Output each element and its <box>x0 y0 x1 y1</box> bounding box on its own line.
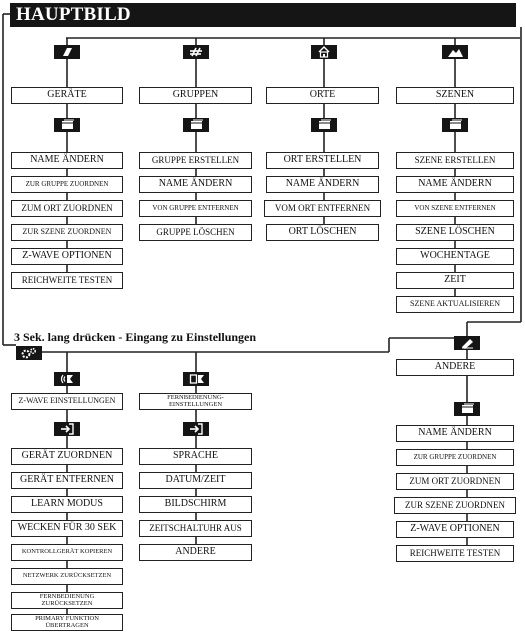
menu-card-icon <box>442 118 468 132</box>
zwave-item[interactable]: WECKEN FÜR 30 SEK <box>11 520 123 537</box>
szenen-item[interactable]: NAME ÄNDERN <box>396 176 514 193</box>
geraete-item[interactable]: REICHWEITE TESTEN <box>11 272 123 289</box>
remote-header[interactable]: FERNBEDIENUNG-EINSTELLUNGEN <box>139 393 252 410</box>
geraete-item[interactable]: ZUM ORT ZUORDNEN <box>11 200 123 217</box>
group-slashes-icon <box>183 45 209 59</box>
menu-card-icon <box>454 402 480 416</box>
zwave-item[interactable]: NETZWERK ZURÜCKSETZEN <box>11 568 123 585</box>
remote-item[interactable]: ZEITSCHALTUHR AUS <box>139 520 252 537</box>
zwave-item[interactable]: PRIMARY FUNKTION ÜBERTRAGEN <box>11 614 123 631</box>
house-icon <box>311 45 337 59</box>
title-bar <box>10 3 516 27</box>
andere-item[interactable]: REICHWEITE TESTEN <box>396 545 514 562</box>
gruppen-item[interactable]: NAME ÄNDERN <box>139 176 252 193</box>
gear-icon <box>16 346 42 360</box>
andere-item[interactable]: Z-WAVE OPTIONEN <box>396 521 514 538</box>
szenen-item[interactable]: VON SZENE ENTFERNEN <box>396 200 514 217</box>
menu-card-icon <box>54 118 80 132</box>
andere-item[interactable]: ZUR GRUPPE ZUORDNEN <box>396 449 514 466</box>
menu-card-icon <box>311 118 337 132</box>
szenen-item[interactable]: WOCHENTAGE <box>396 248 514 265</box>
gruppen-item[interactable]: GRUPPE ERSTELLEN <box>139 152 252 169</box>
header-szenen[interactable]: SZENEN <box>396 87 514 104</box>
andere-item[interactable]: ZUM ORT ZUORDNEN <box>396 473 514 490</box>
orte-item[interactable]: NAME ÄNDERN <box>266 176 379 193</box>
enter-arrow-icon <box>54 422 80 436</box>
remote-item[interactable]: DATUM/ZEIT <box>139 472 252 489</box>
remote-item[interactable]: BILDSCHIRM <box>139 496 252 513</box>
header-geraete[interactable]: GERÄTE <box>11 87 123 104</box>
pen-other-icon <box>454 336 480 350</box>
andere-item[interactable]: NAME ÄNDERN <box>396 425 514 442</box>
geraete-item[interactable]: Z-WAVE OPTIONEN <box>11 248 123 265</box>
szenen-item[interactable]: SZENE ERSTELLEN <box>396 152 514 169</box>
zwave-item[interactable]: LEARN MODUS <box>11 496 123 513</box>
zwave-item[interactable]: KONTROLLGERÄT KOPIEREN <box>11 544 123 561</box>
remote-device-icon <box>183 372 209 386</box>
remote-item[interactable]: SPRACHE <box>139 448 252 465</box>
menu-card-icon <box>183 118 209 132</box>
geraete-item[interactable]: ZUR GRUPPE ZUORDNEN <box>11 176 123 193</box>
andere-item[interactable]: ZUR SZENE ZUORDNEN <box>394 497 516 514</box>
zwave-item[interactable]: GERÄT ENTFERNEN <box>11 472 123 489</box>
device-slash-icon <box>54 45 80 59</box>
szenen-item[interactable]: SZENE AKTUALISIEREN <box>396 296 514 313</box>
szenen-item[interactable]: SZENE LÖSCHEN <box>396 224 514 241</box>
zwave-signal-icon <box>54 372 80 386</box>
orte-item[interactable]: VOM ORT ENTFERNEN <box>264 200 381 217</box>
zwave-header[interactable]: Z-WAVE EINSTELLUNGEN <box>11 393 123 410</box>
orte-item[interactable]: ORT LÖSCHEN <box>266 224 379 241</box>
orte-item[interactable]: ORT ERSTELLEN <box>266 152 379 169</box>
page-title: HAUPTBILD <box>16 4 131 25</box>
enter-arrow-icon <box>183 422 209 436</box>
mountain-icon <box>442 45 468 59</box>
settings-heading: 3 Sek. lang drücken - Eingang zu Einstel… <box>14 330 257 344</box>
gruppen-item[interactable]: VON GRUPPE ENTFERNEN <box>139 200 252 217</box>
header-gruppen[interactable]: GRUPPEN <box>139 87 252 104</box>
zwave-item[interactable]: GERÄT ZUORDNEN <box>11 448 123 465</box>
zwave-item[interactable]: FERNBEDIENUNG ZURÜCKSETZEN <box>11 592 123 609</box>
gruppen-item[interactable]: GRUPPE LÖSCHEN <box>139 224 252 241</box>
geraete-item[interactable]: ZUR SZENE ZUORDNEN <box>11 224 123 241</box>
andere-header[interactable]: ANDERE <box>396 359 514 376</box>
geraete-item[interactable]: NAME ÄNDERN <box>11 152 123 169</box>
remote-item[interactable]: ANDERE <box>139 544 252 561</box>
szenen-item[interactable]: ZEIT <box>396 272 514 289</box>
header-orte[interactable]: ORTE <box>266 87 379 104</box>
